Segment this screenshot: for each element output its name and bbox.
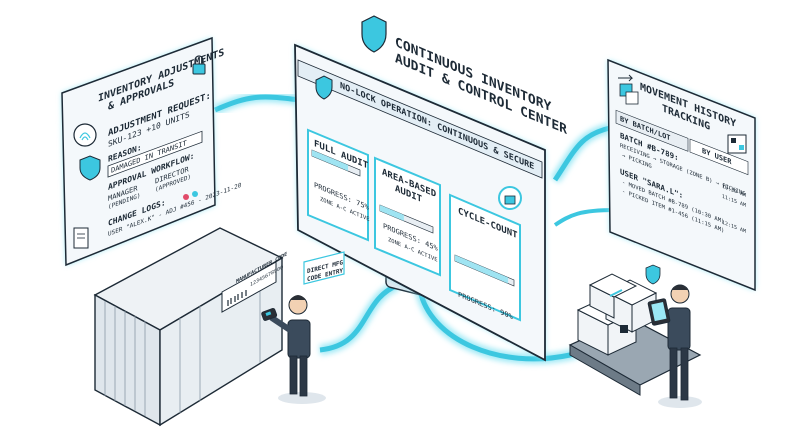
direct-mfg-tag: DIRECT MFG CODE ENTRY bbox=[303, 251, 345, 285]
pipe-center-to-scanner bbox=[319, 282, 400, 353]
tab-by-batch[interactable] bbox=[615, 109, 689, 152]
shield-icon bbox=[79, 155, 101, 181]
lock-icon bbox=[192, 55, 206, 75]
progress-bar-full bbox=[312, 150, 348, 171]
right-panel: MOVEMENT HISTORY TRACKING BY BATCH/LOT B… bbox=[607, 58, 756, 292]
audit-card-area[interactable] bbox=[374, 156, 441, 277]
progress-bar-area bbox=[380, 205, 404, 221]
shipping-container: MANUFACTURER CODE 12345678900 bbox=[93, 227, 287, 427]
pipe-center-to-right-low bbox=[553, 208, 616, 227]
box-qr-code bbox=[620, 325, 628, 333]
boxes-arrows-icon bbox=[618, 74, 639, 105]
pallet-with-boxes bbox=[568, 264, 702, 396]
qr-code-icon bbox=[727, 134, 747, 154]
audit-card-full[interactable] bbox=[307, 128, 369, 242]
fingerprint-icon bbox=[73, 123, 97, 147]
status-dot-cyan bbox=[192, 191, 198, 197]
tab-by-user[interactable] bbox=[689, 138, 749, 176]
box-tape bbox=[609, 289, 623, 297]
audit-card-cycle[interactable] bbox=[449, 193, 521, 322]
shield-icon-small bbox=[315, 75, 333, 100]
document-icon bbox=[73, 227, 89, 249]
reason-dropdown[interactable] bbox=[107, 130, 203, 178]
barcode bbox=[227, 290, 247, 306]
progress-bar-cycle bbox=[455, 255, 509, 284]
pipe-center-to-right bbox=[552, 125, 611, 182]
shield-icon-top bbox=[361, 15, 387, 53]
pipe-left-to-center bbox=[214, 94, 301, 113]
shield-icon-pallet bbox=[645, 264, 661, 285]
status-dot-red bbox=[183, 194, 189, 200]
tablet-icon bbox=[647, 298, 671, 326]
barcode-scanner-icon bbox=[261, 308, 278, 321]
sync-lock-icon bbox=[498, 186, 522, 210]
worker-with-scanner: DIRECT MFG CODE ENTRY bbox=[261, 251, 345, 404]
worker-with-tablet bbox=[647, 284, 702, 408]
